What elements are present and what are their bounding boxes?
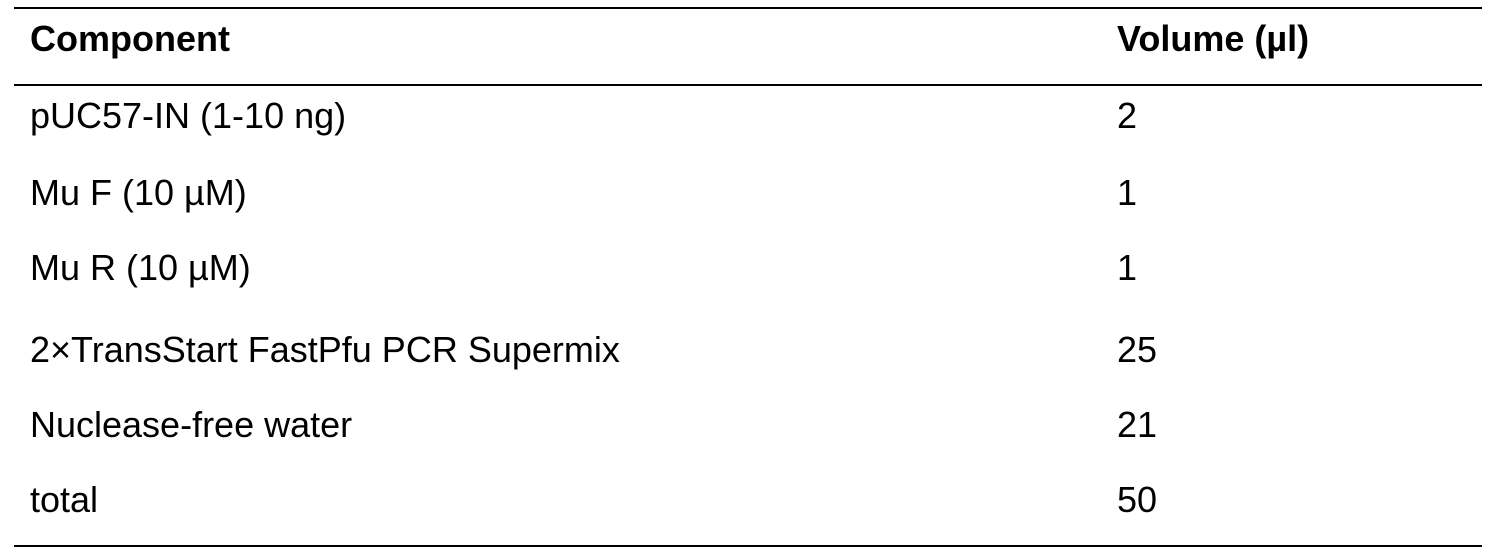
header-rule [14,84,1482,86]
row-component: Nuclease-free water [30,404,353,445]
row-component: pUC57-IN (1-10 ng) [30,95,347,136]
row-volume: 21 [1117,404,1158,445]
row-volume: 25 [1117,329,1158,370]
table-top-rule [14,7,1482,9]
row-volume: 1 [1117,172,1138,213]
row-component: Mu F (10 µM) [30,172,247,213]
reaction-table: Component Volume (µl) pUC57-IN (1-10 ng)… [14,7,1482,547]
header-component: Component [30,18,230,59]
row-component: 2×TransStart FastPfu PCR Supermix [30,329,620,370]
row-component: total [30,479,99,520]
row-volume: 2 [1117,95,1138,136]
header-volume: Volume (µl) [1117,18,1310,59]
row-component: Mu R (10 µM) [30,247,251,288]
row-volume: 50 [1117,479,1158,520]
table-bottom-rule [14,545,1482,547]
row-volume: 1 [1117,247,1138,288]
